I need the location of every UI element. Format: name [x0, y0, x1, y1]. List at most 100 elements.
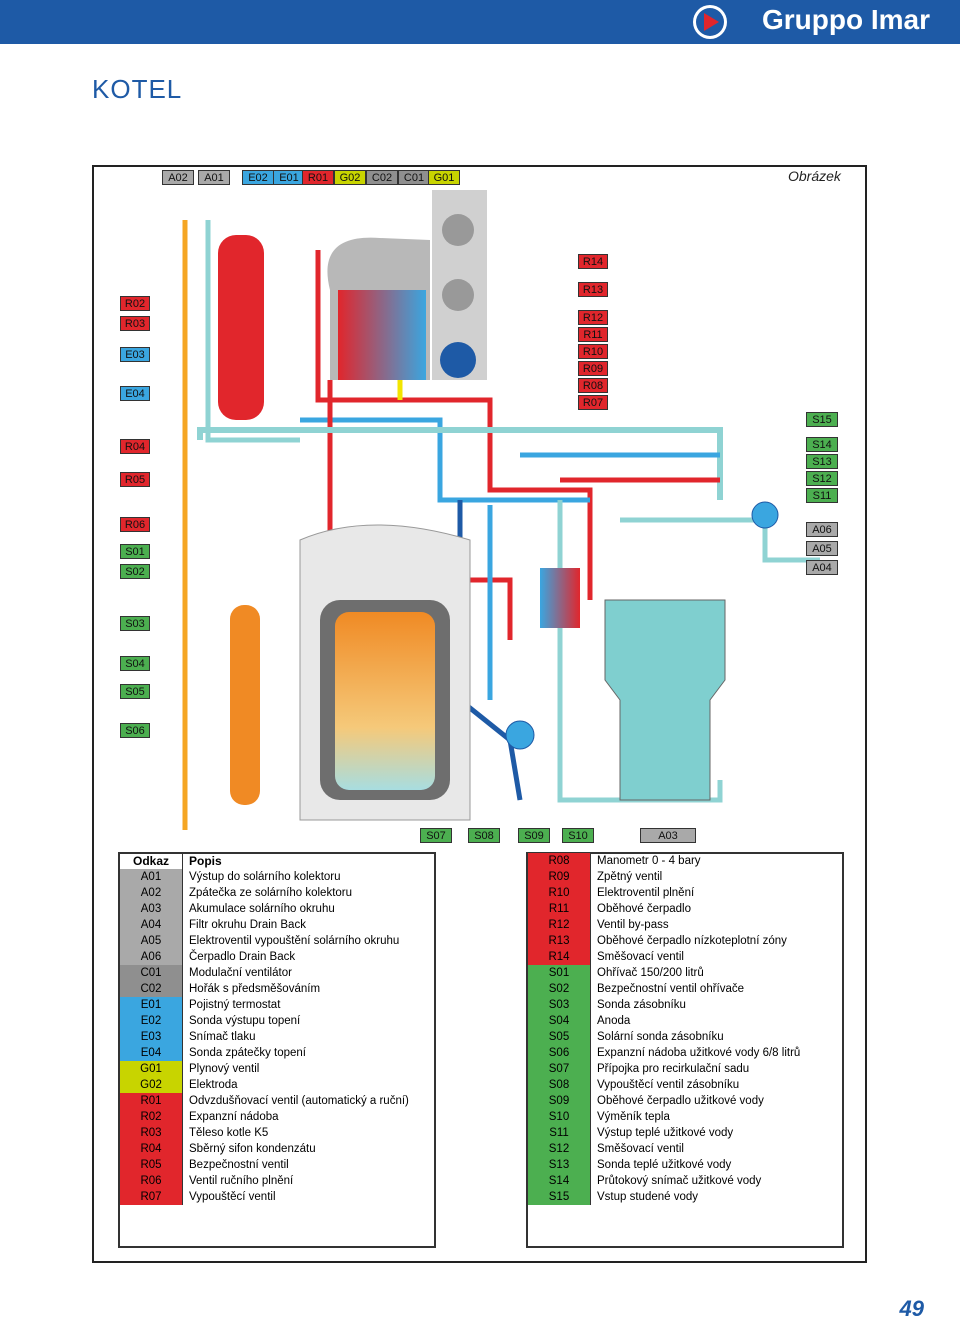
- boiler-diagram: [182, 190, 820, 830]
- code-label-a06: A06: [806, 522, 838, 537]
- code-label-a03: A03: [640, 828, 696, 843]
- legend-desc: Vstup studené vody: [597, 1191, 699, 1203]
- legend-desc: Ventil ručního plnění: [189, 1175, 294, 1187]
- code-label-r05: R05: [120, 472, 150, 487]
- legend-row: S04 Anoda: [528, 1013, 842, 1029]
- legend-desc: Hořák s předsměšováním: [189, 983, 321, 995]
- legend-desc: Vypouštěcí ventil zásobníku: [597, 1079, 740, 1091]
- legend-desc: Elektroda: [189, 1079, 238, 1091]
- code-label-e04: E04: [120, 386, 150, 401]
- legend-desc: Oběhové čerpadlo nízkoteplotní zóny: [597, 935, 787, 947]
- legend-desc: Anoda: [597, 1015, 631, 1027]
- legend-code: C01: [120, 965, 183, 981]
- legend-desc: Zpětný ventil: [597, 871, 663, 883]
- legend-desc: Přípojka pro recirkulační sadu: [597, 1063, 750, 1075]
- legend-row: S02 Bezpečnostní ventil ohřívače: [528, 981, 842, 997]
- code-label-s12: S12: [806, 471, 838, 486]
- legend-desc: Expanzní nádoba: [189, 1111, 279, 1123]
- legend-code: S04: [528, 1013, 591, 1029]
- legend-desc: Sonda teplé užitkové vody: [597, 1159, 732, 1171]
- code-label-r01: R01: [302, 170, 334, 185]
- legend-row: A03 Akumulace solárního okruhu: [120, 901, 434, 917]
- legend-desc: Ohřívač 150/200 litrů: [597, 967, 704, 979]
- legend-code: S12: [528, 1141, 591, 1157]
- code-label-r14: R14: [578, 254, 608, 269]
- legend-code: S02: [528, 981, 591, 997]
- legend-code: R14: [528, 949, 591, 965]
- code-label-g02: G02: [334, 170, 366, 185]
- legend-code: S07: [528, 1061, 591, 1077]
- code-label-r12: R12: [578, 310, 608, 325]
- legend-desc: Akumulace solárního okruhu: [189, 903, 335, 915]
- header-bar: Gruppo Imar: [0, 0, 960, 44]
- legend-desc: Sonda zásobníku: [597, 999, 686, 1011]
- legend-desc: Elektroventil plnění: [597, 887, 695, 899]
- legend-desc: Bezpečnostní ventil ohřívače: [597, 983, 745, 995]
- legend-row: S12 Směšovací ventil: [528, 1141, 842, 1157]
- legend-code: R01: [120, 1093, 183, 1109]
- legend-row: S13 Sonda teplé užitkové vody: [528, 1157, 842, 1173]
- code-label-r08: R08: [578, 378, 608, 393]
- legend-row: G02 Elektroda: [120, 1077, 434, 1093]
- code-label-r07: R07: [578, 395, 608, 410]
- legend-desc: Odvzdušňovací ventil (automatický a ručn…: [189, 1095, 409, 1107]
- code-label-a05: A05: [806, 541, 838, 556]
- legend-desc: Sonda výstupu topení: [189, 1015, 301, 1027]
- legend-code: R11: [528, 901, 591, 917]
- code-label-a01: A01: [198, 170, 230, 185]
- legend-code: A05: [120, 933, 183, 949]
- legend-code: R10: [528, 885, 591, 901]
- legend-code: R12: [528, 917, 591, 933]
- legend-desc: Zpátečka ze solárního kolektoru: [189, 887, 353, 899]
- legend-desc: Snímač tlaku: [189, 1031, 256, 1043]
- expansion-tank: [218, 235, 264, 420]
- code-label-c02: C02: [366, 170, 398, 185]
- legend-code: G02: [120, 1077, 183, 1093]
- code-label-s08: S08: [468, 828, 500, 843]
- code-label-r02: R02: [120, 296, 150, 311]
- legend-desc: Manometr 0 - 4 bary: [597, 855, 701, 867]
- code-label-r13: R13: [578, 282, 608, 297]
- legend-code: A01: [120, 869, 183, 885]
- legend-row: R14 Směšovací ventil: [528, 949, 842, 965]
- legend-desc: Směšovací ventil: [597, 951, 684, 963]
- legend-row: R01 Odvzdušňovací ventil (automatický a r…: [120, 1093, 434, 1109]
- code-label-s03: S03: [120, 616, 150, 631]
- legend-code: S13: [528, 1157, 591, 1173]
- legend-desc: Pojistný termostat: [189, 999, 281, 1011]
- legend-code: E03: [120, 1029, 183, 1045]
- legend-desc: Výstup do solárního kolektoru: [189, 871, 341, 883]
- legend-row: A01 Výstup do solárního kolektoru: [120, 869, 434, 885]
- figure-label: Obrázek: [788, 168, 841, 184]
- brand-logo-icon: [693, 5, 727, 39]
- legend-row: R10 Elektroventil plnění: [528, 885, 842, 901]
- legend-code: A03: [120, 901, 183, 917]
- legend-desc: Expanzní nádoba užitkové vody 6/8 litrů: [597, 1047, 801, 1059]
- legend-desc: Filtr okruhu Drain Back: [189, 919, 306, 931]
- legend-code: R13: [528, 933, 591, 949]
- code-label-a04: A04: [806, 560, 838, 575]
- legend-desc: Směšovací ventil: [597, 1143, 684, 1155]
- code-label-e01: E01: [273, 170, 305, 185]
- code-label-s04: S04: [120, 656, 150, 671]
- legend-code: R04: [120, 1141, 183, 1157]
